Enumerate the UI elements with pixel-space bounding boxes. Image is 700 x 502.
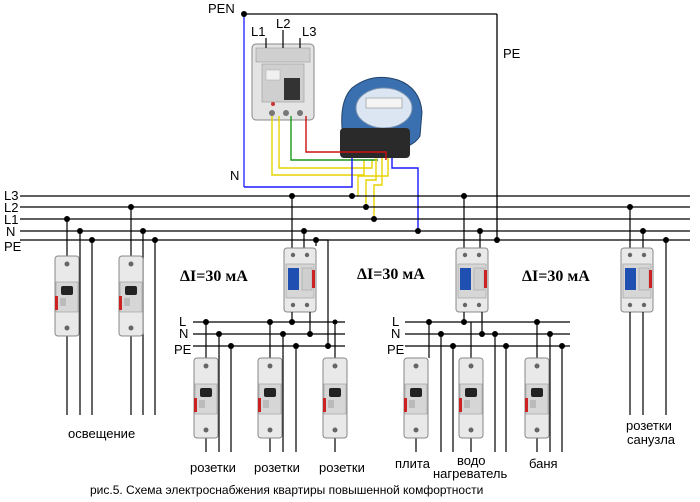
main-breaker [251, 43, 315, 121]
bus-label-l3: L3 [4, 188, 18, 203]
bath-label-line1: розетки [626, 418, 672, 433]
heater-label-line2: нагреватель [433, 466, 508, 481]
pe-label: PE [503, 46, 521, 61]
sub-bus-right-pe: PE [387, 342, 405, 357]
bath-label-line2: санузла [627, 432, 676, 447]
bus-label-n: N [6, 224, 15, 239]
sauna-label: баня [529, 456, 558, 471]
stove-label: плита [395, 456, 431, 471]
rcd-3 [620, 247, 654, 313]
rcd-rating-2: ΔI=30 мА [357, 266, 425, 283]
phase-label-l3: L3 [302, 24, 316, 39]
socket-breaker-2 [257, 357, 283, 439]
pen-junction [241, 11, 247, 17]
main-buses [20, 195, 690, 241]
n-feed-label: N [230, 168, 239, 183]
sub-bus-left-l: L [179, 314, 186, 329]
pen-label: PEN [208, 1, 235, 16]
lighting-breaker-2 [118, 255, 144, 337]
socket-breaker-3 [322, 357, 348, 439]
sub-bus-left-pe: PE [174, 342, 192, 357]
rcd-rating-3: ΔI=30 мА [522, 268, 590, 285]
figure-caption: рис.5. Схема электроснабжения квартиры п… [90, 483, 483, 497]
rcd-1 [283, 247, 317, 313]
heater-breaker [458, 357, 484, 439]
rcd-rating-1: ΔI=30 мА [180, 268, 248, 285]
phase-label-l1: L1 [251, 24, 265, 39]
meter-wires [244, 116, 419, 231]
socket-label-2: розетки [254, 460, 300, 475]
sub-bus-right-n: N [391, 326, 400, 341]
socket-label-1: розетки [190, 460, 236, 475]
lighting-breaker-1 [54, 255, 80, 337]
bus-label-l2: L2 [4, 200, 18, 215]
bus-label-pe: PE [4, 239, 22, 254]
phase-label-l2: L2 [276, 16, 290, 31]
sub-bus-left-n: N [179, 326, 188, 341]
sub-bus-right-l: L [392, 314, 399, 329]
sauna-breaker [524, 357, 550, 439]
rcd-2 [455, 247, 489, 313]
stove-breaker [403, 357, 429, 439]
electricity-meter [340, 76, 423, 158]
socket-label-3: розетки [319, 460, 365, 475]
heater-label-line1: водо [457, 453, 486, 468]
lighting-label: освещение [68, 426, 135, 441]
socket-breaker-1 [193, 357, 219, 439]
incoming-feed [243, 13, 498, 240]
bus-label-l1: L1 [4, 212, 18, 227]
